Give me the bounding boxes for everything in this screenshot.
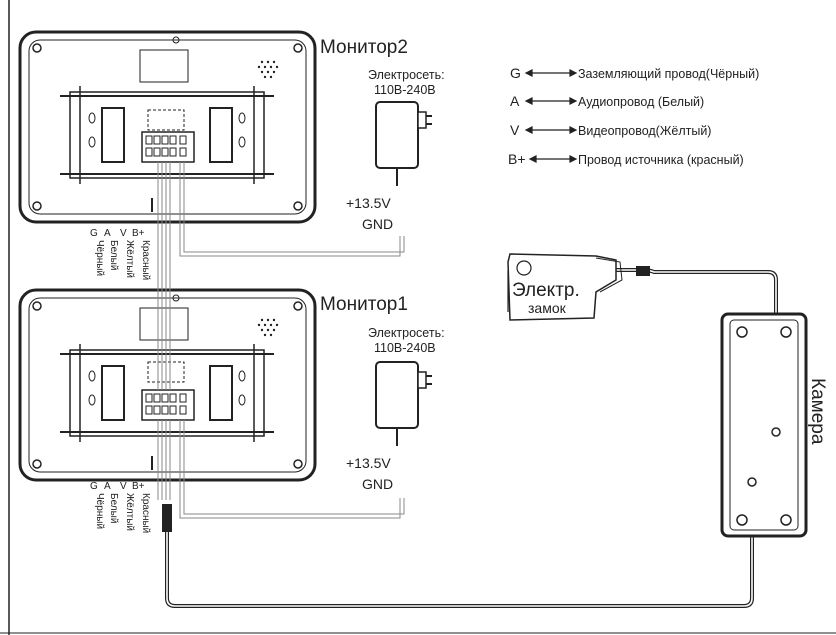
wire-code: G — [90, 481, 98, 492]
terminal-block — [141, 389, 195, 421]
terminal-block — [141, 131, 195, 163]
wire-codes-monitor1: G A V B+ Чёрный Белый Жёлтый Красный — [90, 481, 151, 533]
wire-code: B+ — [132, 481, 145, 492]
legend-code-g: G — [510, 65, 521, 81]
wire-color: Белый — [108, 240, 119, 270]
wire-color: Красный — [140, 493, 151, 533]
legend-text-g: Заземляющий провод(Чёрный) — [578, 67, 759, 81]
monitor1-voltage: 110В-240В — [374, 341, 436, 355]
monitor1-out-gnd: GND — [362, 476, 393, 492]
wire-code: V — [120, 228, 127, 239]
monitor-2 — [18, 30, 317, 224]
wire-color: Красный — [140, 240, 151, 280]
power-adapter-1 — [375, 361, 432, 446]
lock-label-line1: Электр. — [512, 280, 580, 301]
legend-text-a: Аудиопровод (Белый) — [578, 95, 704, 109]
wire-color: Чёрный — [94, 493, 105, 529]
wire-code: G — [90, 228, 98, 239]
legend-text-bplus: Провод источника (красный) — [578, 153, 744, 167]
legend-code-v: V — [510, 122, 520, 138]
wire-code: A — [104, 481, 111, 492]
bus-wires — [157, 162, 405, 519]
monitor2-power-label: Электросеть: — [368, 68, 445, 82]
electric-lock — [507, 253, 623, 321]
monitor1-power-label: Электросеть: — [368, 326, 445, 340]
legend-text-v: Видеопровод(Жёлтый) — [578, 124, 711, 138]
wire-code: B+ — [132, 228, 145, 239]
wire-color: Белый — [108, 493, 119, 523]
monitor2-out-plus: +13.5V — [346, 195, 391, 211]
monitor1-out-plus: +13.5V — [346, 455, 391, 471]
monitor-1 — [18, 288, 317, 482]
wire-code: A — [104, 228, 111, 239]
wire-color: Чёрный — [94, 240, 105, 276]
camera-cable — [162, 266, 778, 608]
speaker-grille-icon — [257, 318, 279, 337]
legend-code-a: A — [510, 93, 520, 109]
monitor1-title: Монитор1 — [320, 294, 408, 315]
camera-unit — [720, 312, 808, 538]
camera-label: Камера — [807, 378, 828, 445]
power-adapter-2 — [375, 101, 432, 186]
legend-code-bplus: B+ — [508, 151, 526, 167]
wire-color: Жёлтый — [124, 493, 135, 531]
monitor2-out-gnd: GND — [362, 216, 393, 232]
monitor2-voltage: 110В-240В — [374, 83, 436, 97]
wire-codes-monitor2: G A V B+ Чёрный Белый Жёлтый Красный — [90, 228, 151, 280]
wire-color: Жёлтый — [124, 240, 135, 278]
wire-code: V — [120, 481, 127, 492]
lock-label-line2: замок — [528, 300, 567, 316]
legend: G Заземляющий провод(Чёрный) A Аудиопров… — [508, 65, 759, 167]
monitor2-title: Монитор2 — [320, 37, 408, 58]
speaker-grille-icon — [257, 60, 279, 79]
